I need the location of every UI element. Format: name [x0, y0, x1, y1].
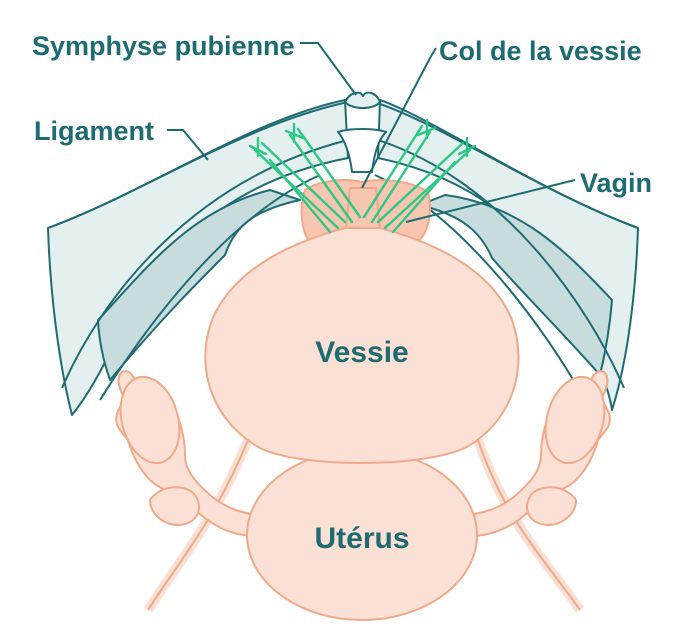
left-ligament-shadow: [97, 189, 301, 381]
right-suture-3: [391, 160, 457, 234]
left-suture-2: [284, 122, 362, 224]
leader-symphyse: [300, 42, 357, 96]
right-round-ligament-outline: [477, 439, 581, 611]
left-inner-curve-2: [99, 174, 321, 401]
label-vagin: Vagin: [580, 168, 652, 198]
left-suture-1: [248, 136, 347, 230]
label-symphyse-pubienne: Symphyse pubienne: [32, 31, 295, 61]
label-vessie: Vessie: [315, 336, 408, 369]
label-ligament: Ligament: [34, 116, 154, 146]
leader-col: [361, 47, 437, 189]
leader-lines: [167, 42, 576, 223]
left-ovary-lobe: [149, 486, 200, 526]
right-ligament-shadow: [419, 194, 613, 376]
right-suture-2: [362, 118, 437, 224]
right-outer-arc: [367, 99, 639, 229]
left-suture-3: [268, 158, 332, 234]
right-ovary-lobe: [526, 486, 577, 526]
label-col-de-la-vessie: Col de la vessie: [439, 36, 642, 66]
right-suture-1: [376, 136, 477, 230]
left-outer-arc: [47, 99, 359, 229]
right-inner-curve-1: [377, 139, 625, 389]
bladder-shape: [204, 222, 520, 464]
left-inner-curve-1: [61, 139, 349, 389]
left-round-ligament-outline: [147, 439, 249, 611]
pelvic-floor: [47, 91, 639, 416]
leader-vagin: [405, 179, 576, 223]
organs: [115, 179, 611, 621]
leader-ligament: [167, 129, 209, 161]
left-ovary: [119, 375, 181, 465]
label-uterus: Utérus: [314, 522, 409, 555]
symphysis-bump: [344, 91, 381, 109]
sutures: [248, 118, 477, 234]
central-notch: [337, 128, 387, 173]
right-ovary: [544, 375, 606, 465]
